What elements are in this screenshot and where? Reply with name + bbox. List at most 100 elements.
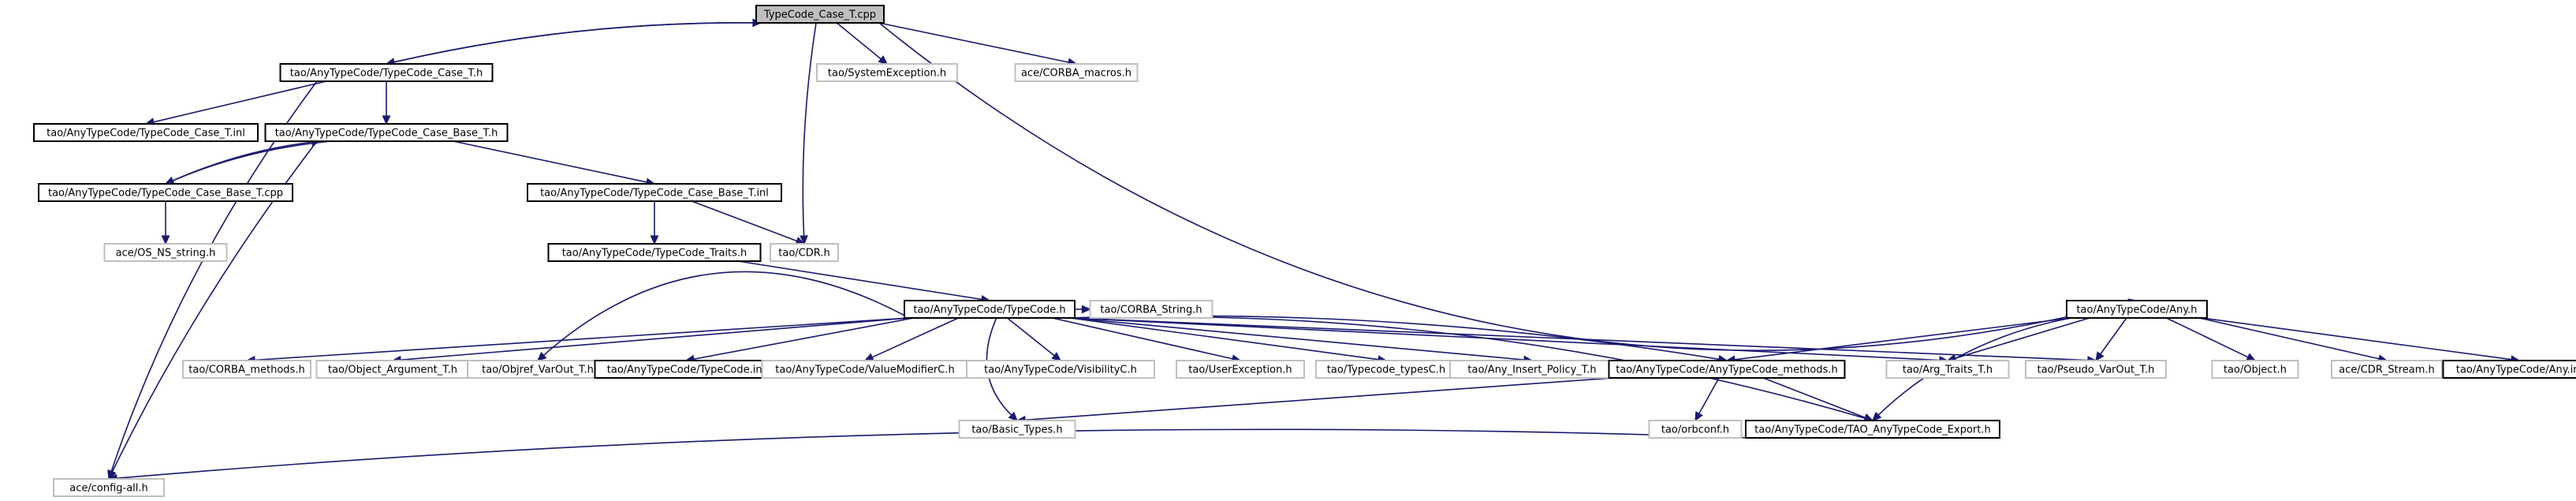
edge-arrowhead [1051,352,1062,361]
edge-typecode-to-objvar [536,271,910,361]
node-label: tao/CORBA_String.h [1100,305,1202,316]
edge-line [1069,317,1527,361]
edge-cbase_h-to-cbase_cpp [164,140,332,185]
edge-arrowhead [650,235,659,245]
edge-line [2166,317,2250,359]
node-label: tao/Objref_VarOut_T.h [482,365,594,376]
node-anyins: tao/Any_Insert_Policy_T.h [1449,360,1615,379]
node-label: tao/UserException.h [1188,365,1292,376]
edge-line [398,317,910,361]
edge-case_h-to-case_inl [144,80,326,126]
node-box [1745,420,2000,439]
edge-typecode-to-visib [1007,317,1062,361]
edge-line [1023,377,1614,421]
edge-line [1877,317,2072,417]
node-label: tao/CDR.h [778,248,829,260]
node-box [904,300,1076,319]
node-box [755,5,885,24]
node-label: tao/AnyTypeCode/ValueModifierC.h [775,365,954,376]
node-cbase_h[interactable]: tao/AnyTypeCode/TypeCode_Case_Base_T.h [264,123,509,142]
edge-arrowhead [1694,411,1703,422]
node-box [547,243,762,262]
node-orbconf: tao/orbconf.h [1648,420,1743,439]
node-export[interactable]: tao/AnyTypeCode/TAO_AnyTypeCode_Export.h [1745,420,2000,439]
node-traits[interactable]: tao/AnyTypeCode/TypeCode_Traits.h [547,243,762,262]
node-case_h[interactable]: tao/AnyTypeCode/TypeCode_Case_T.h [279,63,494,82]
edge-line [252,317,910,361]
node-label: ace/CDR_Stream.h [2339,365,2435,376]
node-label: tao/AnyTypeCode/TypeCode_Case_Base_T.inl [540,188,769,200]
edge-methods-to-basic [1016,377,1614,424]
edge-line [114,428,1751,480]
node-cmethods: tao/CORBA_methods.h [182,360,311,379]
edge-typecode-to-objarg [391,317,910,365]
node-tc_inl[interactable]: tao/AnyTypeCode/TypeCode.inl [594,360,778,379]
node-argtraits: tao/Arg_Traits_T.h [1885,360,2010,379]
edge-root-to-sysexc [836,22,889,65]
node-cbase_inl[interactable]: tao/AnyTypeCode/TypeCode_Case_Base_T.inl [527,183,782,202]
node-cdr: tao/CDR.h [770,243,839,262]
edge-line [738,260,984,301]
node-any_h[interactable]: tao/AnyTypeCode/Any.h [2066,300,2208,319]
node-cbase_cpp[interactable]: tao/AnyTypeCode/TypeCode_Case_Base_T.cpp [38,183,293,202]
node-root: TypeCode_Case_T.cpp [755,5,885,24]
node-label: ace/CORBA_macros.h [1021,68,1131,80]
node-case_inl[interactable]: tao/AnyTypeCode/TypeCode_Case_T.inl [33,123,259,142]
node-methods[interactable]: tao/AnyTypeCode/AnyTypeCode_methods.h [1608,360,1846,379]
node-osns: ace/OS_NS_string.h [103,243,228,262]
edge-line [1953,317,2090,360]
node-label: ace/config-all.h [69,483,148,495]
edge-cbase_cpp-to-osns [161,200,170,245]
node-label: TypeCode_Case_T.cpp [763,9,876,21]
edge-arrowhead [1871,411,1882,422]
edge-any_h-to-methods [1725,317,2072,365]
node-config: ace/config-all.h [53,478,165,497]
node-label: tao/AnyTypeCode/Any.inl [2456,365,2576,376]
node-basic: tao/Basic_Types.h [958,420,1076,439]
nodes-layer: TypeCode_Case_T.cpp tao/AnyTypeCode/TypeC… [33,5,2576,497]
edge-line [151,80,326,123]
edge-line [542,271,910,357]
node-box [53,478,165,497]
edge-arrowhead [800,235,808,245]
node-typecode[interactable]: tao/AnyTypeCode/TypeCode.h [904,300,1076,319]
edge-line [878,22,1071,64]
node-box [2025,360,2167,379]
edge-cbase_inl-to-traits [650,201,659,245]
node-box [38,183,293,202]
node-cstring: tao/CORBA_String.h [1089,300,1213,319]
edge-typecode-to-anyins [1069,317,1534,365]
node-label: tao/Object.h [2224,365,2287,376]
node-label: tao/AnyTypeCode/TypeCode_Case_T.inl [47,128,245,140]
edge-cbase_h-to-cbase_inl [453,140,656,187]
edge-arrowhead [1081,305,1091,314]
edge-arrowhead [878,55,889,65]
edge-line [2201,317,2514,361]
node-objvar: tao/Objref_VarOut_T.h [467,360,609,379]
edge-any_h-to-export [1871,317,2072,422]
node-box [279,63,494,82]
node-any_inl[interactable]: tao/AnyTypeCode/Any.inl [2442,360,2576,379]
edge-case_h-to-cbase_h [382,81,391,125]
edge-typecode-to-cstring [1075,305,1091,314]
edge-typecode-to-cmethods [245,317,910,365]
node-label: tao/CORBA_methods.h [188,365,304,376]
node-box [527,183,782,202]
edge-line [1732,317,2072,361]
edge-line [1007,317,1057,357]
edge-cbase_inl-to-cdr [692,200,806,245]
node-box [1885,360,2010,379]
node-box [770,243,839,262]
node-userexc: tao/UserException.h [1176,360,1305,379]
node-box [816,63,958,82]
edge-arrowhead [2246,353,2257,361]
node-label: tao/Arg_Traits_T.h [1903,365,1993,376]
node-label: tao/Object_Argument_T.h [328,365,457,376]
node-label: tao/orbconf.h [1661,424,1729,436]
node-tctypes: tao/Typecode_typesC.h [1315,360,1457,379]
node-label: tao/AnyTypeCode/TAO_AnyTypeCode_Export.h [1754,424,1990,436]
node-objarg: tao/Object_Argument_T.h [315,360,470,379]
node-label: tao/AnyTypeCode/AnyTypeCode_methods.h [1616,365,1838,376]
node-box [2066,300,2208,319]
edge-line [2199,317,2381,361]
